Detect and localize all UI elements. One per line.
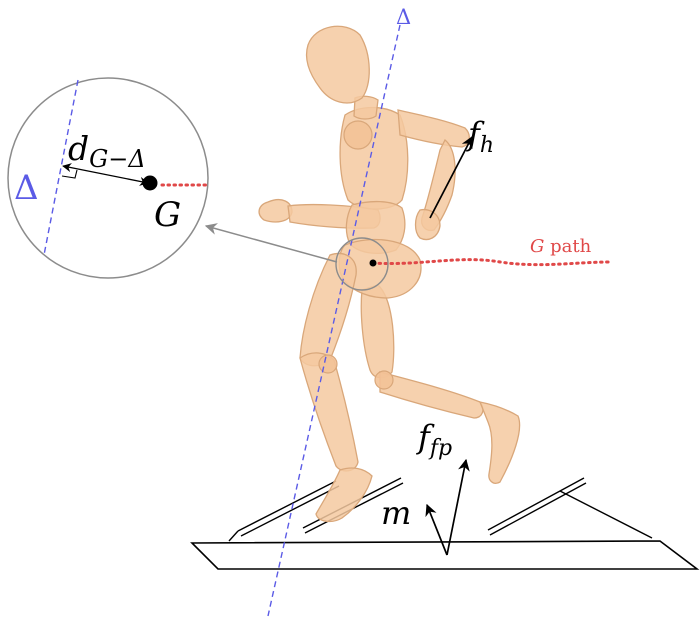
knee-joint — [318, 354, 338, 374]
zoom-inset: Δ dG−Δ G — [7, 77, 210, 279]
com-path-label: G path — [530, 236, 592, 257]
shoulder-joint — [343, 120, 373, 150]
mannequin-figure — [258, 25, 521, 523]
back-shin — [379, 371, 484, 419]
zoom-delta-label: Δ — [14, 168, 39, 208]
treadmill-rail-left — [228, 480, 340, 542]
back-foot — [478, 401, 521, 484]
zoom-arrow — [204, 223, 338, 263]
treadmill-rail-right — [487, 477, 653, 539]
com-path-symbol: G — [530, 236, 544, 257]
com-label: G — [154, 195, 181, 235]
foot-force-label: ffp — [416, 418, 452, 461]
back-thigh — [360, 284, 395, 379]
treadmill — [190, 477, 700, 570]
foot-force-arrow — [446, 458, 470, 556]
com-path — [371, 258, 612, 267]
com-magnifier-ring — [335, 237, 389, 291]
front-upper-arm — [397, 109, 470, 148]
head — [305, 25, 370, 104]
hand-force-label: fh — [466, 115, 494, 158]
back-knee-joint — [374, 370, 394, 390]
distance-subscript: G−Δ — [89, 145, 146, 173]
zoom-com-point — [142, 175, 158, 191]
front-foot — [315, 467, 373, 523]
delta-axis-label: Δ — [396, 5, 411, 29]
right-angle-mark — [61, 169, 78, 179]
foot-force-subscript: fp — [428, 436, 452, 461]
com-path-word: path — [544, 236, 591, 257]
mass-arrow — [425, 503, 448, 556]
hand-force-subscript: h — [480, 133, 494, 158]
com-point — [369, 259, 377, 267]
treadmill-belt — [190, 540, 700, 570]
mass-label: m — [381, 494, 411, 532]
distance-label: dG−Δ — [68, 129, 146, 173]
hand-force-arrow — [429, 135, 473, 219]
back-hand — [258, 198, 293, 223]
delta-axis-line — [267, 24, 401, 617]
distance-arrow — [62, 163, 149, 186]
front-hand — [414, 208, 441, 241]
distance-symbol: d — [68, 129, 89, 168]
